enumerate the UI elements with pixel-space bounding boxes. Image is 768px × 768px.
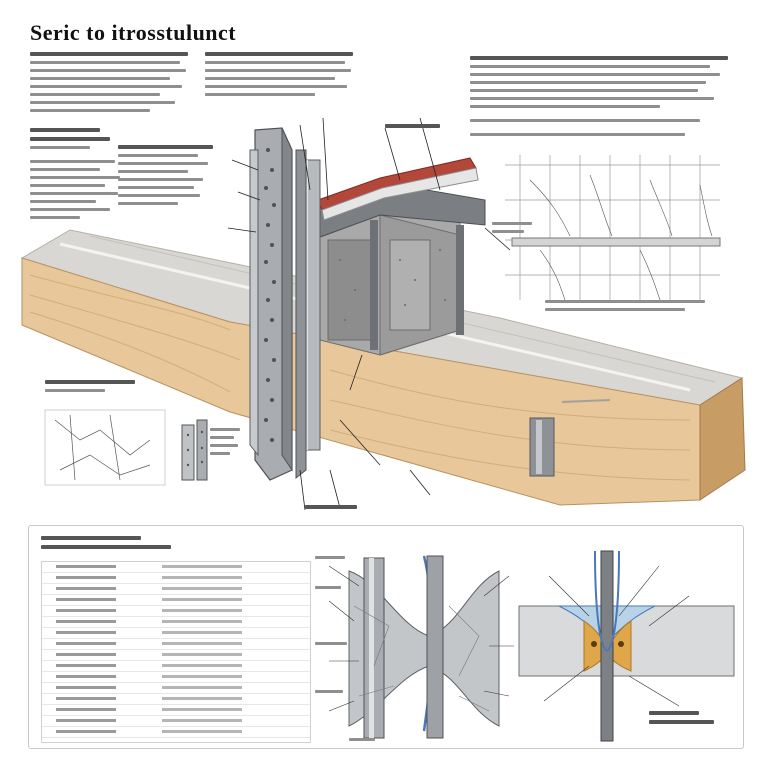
table-row bbox=[42, 595, 310, 606]
annotation-lower-right bbox=[545, 300, 715, 316]
small-bracket-labels bbox=[210, 428, 250, 460]
joint-detail-right bbox=[518, 550, 735, 742]
spec-list-center bbox=[118, 145, 223, 210]
table-row bbox=[42, 694, 310, 705]
table-row bbox=[42, 562, 310, 573]
table-row bbox=[42, 683, 310, 694]
table-row bbox=[42, 661, 310, 672]
intro-paragraph-left bbox=[30, 52, 190, 117]
table-row bbox=[42, 650, 310, 661]
bottom-caption-left bbox=[349, 738, 409, 746]
page-title: Seric to itrosstulunct bbox=[30, 20, 237, 45]
right-joint-caption bbox=[649, 711, 719, 729]
small-schematic-left bbox=[44, 409, 166, 486]
small-schematic-caption bbox=[45, 380, 165, 397]
small-bracket-detail bbox=[181, 419, 208, 481]
table-row bbox=[42, 606, 310, 617]
panel-heading bbox=[41, 536, 191, 554]
detail-panel bbox=[28, 525, 744, 749]
joint-detail-left bbox=[348, 555, 500, 739]
joint-detail-illustrations bbox=[328, 550, 735, 742]
annotation-bottom bbox=[305, 505, 365, 514]
table-row bbox=[42, 716, 310, 727]
table-row bbox=[42, 727, 310, 738]
table-row bbox=[42, 672, 310, 683]
intro-paragraph-right bbox=[470, 56, 730, 141]
intro-paragraph-middle bbox=[205, 52, 355, 101]
table-row bbox=[42, 617, 310, 628]
table-row bbox=[42, 628, 310, 639]
spec-list-left bbox=[30, 128, 130, 224]
table-row bbox=[42, 639, 310, 650]
table-row bbox=[42, 584, 310, 595]
table-row bbox=[42, 573, 310, 584]
annotation-right bbox=[492, 222, 542, 238]
spec-table bbox=[41, 561, 311, 743]
annotation-top bbox=[385, 124, 445, 133]
table-row bbox=[42, 705, 310, 716]
left-joint-labels bbox=[315, 556, 355, 698]
